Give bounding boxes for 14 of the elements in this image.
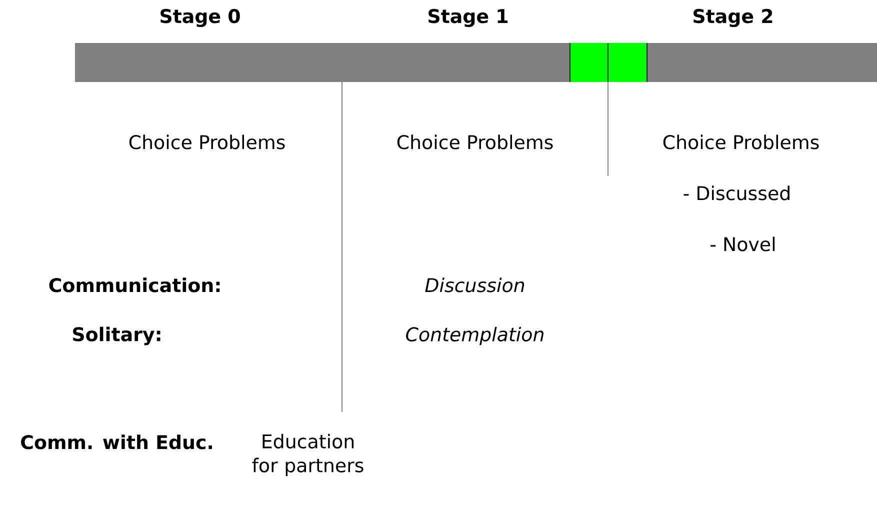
activity-label: Contemplation [406,326,544,346]
stage-heading: Stage 1 [428,8,508,28]
row-label: Solitary: [73,326,160,346]
stage-heading: Stage 2 [694,8,772,28]
list-item: - Discussed [684,186,790,200]
row-label: Communication: [49,278,220,292]
activity-label: Education for partners [252,434,364,476]
stage-label: Choice Problems [663,134,819,150]
row-label: Comm. with Educ. [21,434,212,450]
stage-label: Choice Problems [397,134,553,150]
list-item: - Novel [710,236,775,252]
activity-label: Discussion [425,278,524,292]
stage-label: Choice Problems [129,134,285,150]
stage-heading: Stage 0 [160,8,240,28]
